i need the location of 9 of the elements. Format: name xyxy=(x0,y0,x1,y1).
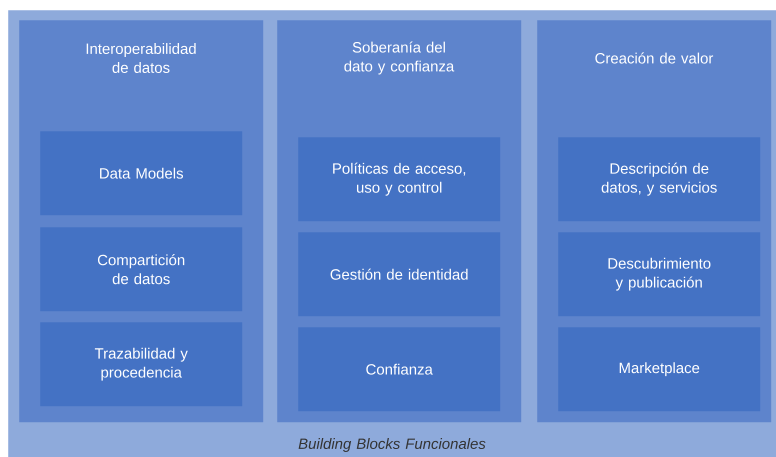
building-block-box: Compartición de datos xyxy=(40,227,242,312)
building-block-box: Descripción de datos, y servicios xyxy=(558,137,760,222)
building-block-box: Data Models xyxy=(40,131,242,216)
building-block-box: Políticas de acceso, uso y control xyxy=(298,137,500,222)
building-block-box: Descubrimiento y publicación xyxy=(558,232,760,316)
building-block-box: Marketplace xyxy=(558,327,760,412)
building-block-box: Confianza xyxy=(298,327,500,412)
building-block-box: Trazabilidad y procedencia xyxy=(40,322,242,406)
building-block-box: Gestión de identidad xyxy=(298,232,500,316)
